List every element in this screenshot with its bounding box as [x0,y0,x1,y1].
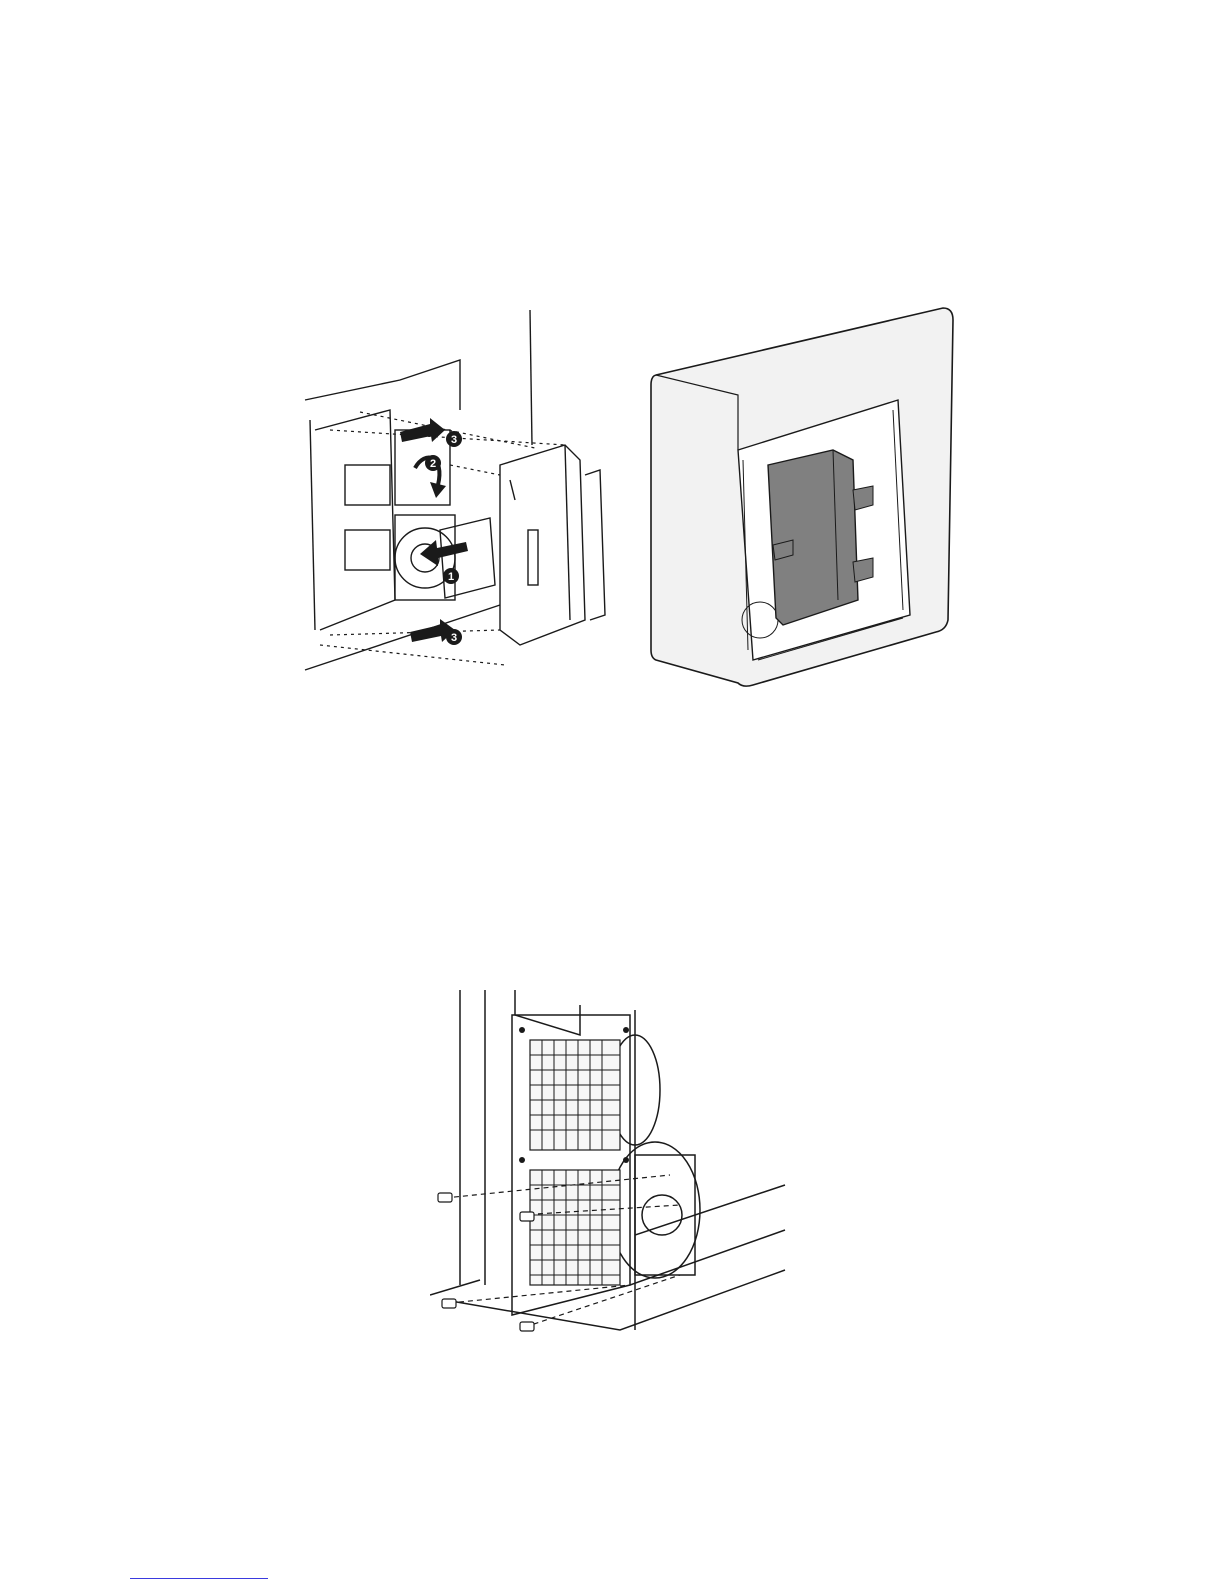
fan-clip-module [440,518,495,598]
air-duct-tab [510,480,515,500]
fan-block-lower [345,530,390,570]
rear-fan-grille-svg [430,985,795,1345]
installed-duct-view [648,300,958,690]
screw-4 [520,1322,534,1331]
svg-text:3: 3 [451,434,457,446]
footer-link-rule [130,1578,268,1579]
screw-1 [438,1193,452,1202]
callout-1: 1 [443,568,459,584]
fan-block-upper [345,465,390,505]
air-duct-fold [565,445,570,620]
alignment-line-mid [450,465,500,475]
fan-grille-lower [530,1170,620,1285]
screw-2 [520,1212,534,1221]
callout-2: 2 [425,455,441,471]
svg-text:2: 2 [430,458,436,470]
installed-air-duct [768,450,858,625]
air-duct-slot [528,530,538,585]
svg-text:3: 3 [451,632,457,644]
fan-housing-lower [635,1155,695,1275]
chassis-left-wall [310,420,315,630]
alignment-line-bottom-2 [320,645,505,665]
fan-bay-frame [315,410,395,630]
air-duct [500,445,585,645]
base-rail [635,1185,785,1235]
fan-ring-lower [610,1142,700,1278]
fan-duct-exploded-view: 1 2 3 3 [300,300,620,690]
arrow-step-2-head [430,482,446,498]
screw-3 [442,1299,456,1308]
installed-duct-svg [648,300,958,690]
chassis-edge-line [530,310,532,445]
chassis-bottom-rail [305,605,500,670]
svg-text:1: 1 [448,571,454,583]
rear-fan-grille-view [430,985,795,1345]
base-left-edge [430,1280,480,1295]
base-right-edge [630,1230,785,1285]
fan-lower-hub [642,1195,682,1235]
fan-duct-exploded-svg: 1 2 3 3 [300,300,620,690]
panel-top-notch [515,990,580,1035]
air-duct-flange [585,470,605,620]
fan-grille-upper [530,1040,620,1150]
chassis-top-rail [305,360,460,410]
callout-3-bottom: 3 [446,629,462,645]
callout-3-top: 3 [446,431,462,447]
